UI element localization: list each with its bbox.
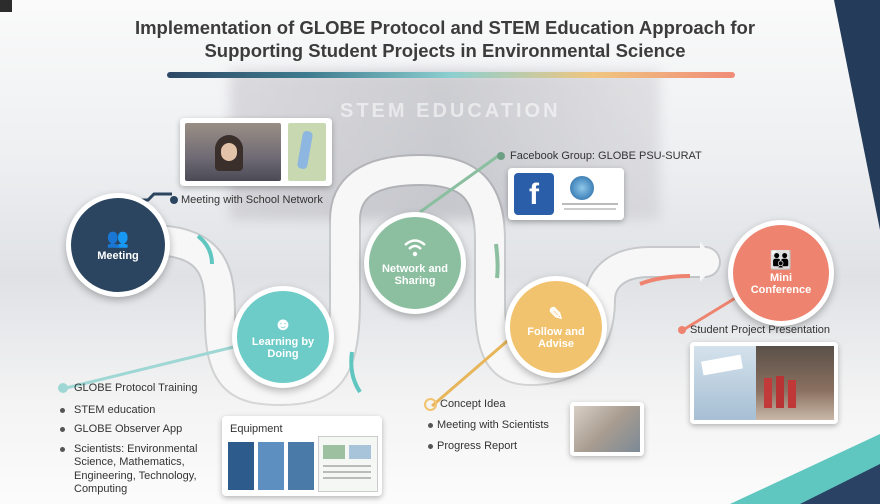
- network-label-1: Network and: [381, 263, 448, 275]
- advisor-icon: ✎: [548, 303, 564, 324]
- accent-teal-1: [196, 234, 214, 265]
- meeting-callout: Meeting with School Network: [181, 194, 323, 206]
- connector-meeting-dot: [170, 196, 178, 204]
- equipment-thumb-2: [258, 442, 284, 490]
- connector-network: [419, 154, 499, 214]
- equipment-card: Equipment: [222, 416, 382, 496]
- connector-learning: [65, 341, 251, 390]
- projector-screen: [694, 346, 756, 420]
- corner-decoration-top: [834, 0, 880, 230]
- corner-mark: [0, 0, 12, 12]
- meeting-label: Meeting: [97, 249, 139, 262]
- advise-photo: [570, 402, 644, 456]
- equipment-thumb-1: [228, 442, 254, 490]
- mini-conference-node: 👪 Mini Conference: [728, 220, 834, 326]
- equipment-datasheet: [318, 436, 378, 492]
- list-item: GLOBE Protocol Training: [58, 382, 198, 398]
- title-underline: [167, 72, 735, 78]
- learning-list: GLOBE Protocol Training STEM education G…: [58, 382, 198, 503]
- learning-label-2: Doing: [267, 347, 299, 360]
- audience-scene: [756, 346, 834, 420]
- accent-orange: [639, 274, 691, 286]
- learning-label-1: Learning by: [251, 335, 315, 348]
- follow-label-2: Advise: [537, 337, 575, 350]
- meeting-node: 👥 Meeting: [66, 193, 170, 297]
- wifi-icon: [404, 239, 426, 260]
- page-title: Implementation of GLOBE Protocol and STE…: [100, 16, 790, 62]
- list-item: Concept Idea: [424, 398, 549, 411]
- presentation-photo: [690, 342, 838, 424]
- equipment-title: Equipment: [230, 423, 283, 435]
- list-item: Scientists: Environmental Science, Mathe…: [60, 443, 198, 497]
- follow-node: ✎ Follow and Advise: [505, 276, 607, 378]
- brain-head-icon: ☻: [273, 313, 293, 334]
- speaker-face: [221, 143, 237, 161]
- meeting-icon: 👥: [106, 227, 130, 248]
- connector-mini: [682, 292, 743, 332]
- mini-label-2: Conference: [750, 283, 812, 296]
- mini-label-1: Mini: [770, 271, 792, 284]
- title-line-1: Implementation of GLOBE Protocol and STE…: [134, 17, 756, 38]
- accent-teal-2: [349, 351, 362, 394]
- connector-follow: [431, 328, 521, 408]
- network-node: Network and Sharing: [364, 212, 466, 314]
- accent-green: [494, 243, 500, 279]
- people-icon: 👪: [769, 249, 793, 270]
- facebook-card: f: [508, 168, 624, 220]
- follow-label-1: Follow and: [527, 325, 585, 338]
- list-item: STEM education: [60, 404, 198, 418]
- list-item: Meeting with Scientists: [426, 419, 549, 432]
- list-item: GLOBE Observer App: [60, 423, 198, 437]
- corner-decoration-bottom-dark: [800, 464, 880, 504]
- meeting-photo: [180, 118, 332, 186]
- advise-list: Concept Idea Meeting with Scientists Pro…: [424, 398, 549, 461]
- network-label-2: Sharing: [394, 275, 436, 287]
- presentation-callout: Student Project Presentation: [690, 324, 831, 336]
- road-arrowhead: [700, 242, 718, 282]
- background-sign: STEM EDUCATION: [340, 100, 561, 122]
- connector-network-dot: [497, 152, 505, 160]
- map-thumbnail: [288, 123, 326, 181]
- list-item: Progress Report: [426, 440, 549, 453]
- learning-node: ☻ Learning by Doing: [232, 286, 334, 388]
- facebook-callout: Facebook Group: GLOBE PSU-SURAT: [510, 150, 702, 162]
- title-line-2: Supporting Student Projects in Environme…: [204, 40, 686, 61]
- video-call-screenshot: [185, 123, 281, 181]
- globe-logo: [570, 176, 594, 200]
- connector-mini-dot: [678, 326, 686, 334]
- equipment-thumb-3: [288, 442, 314, 490]
- facebook-icon: f: [514, 173, 554, 215]
